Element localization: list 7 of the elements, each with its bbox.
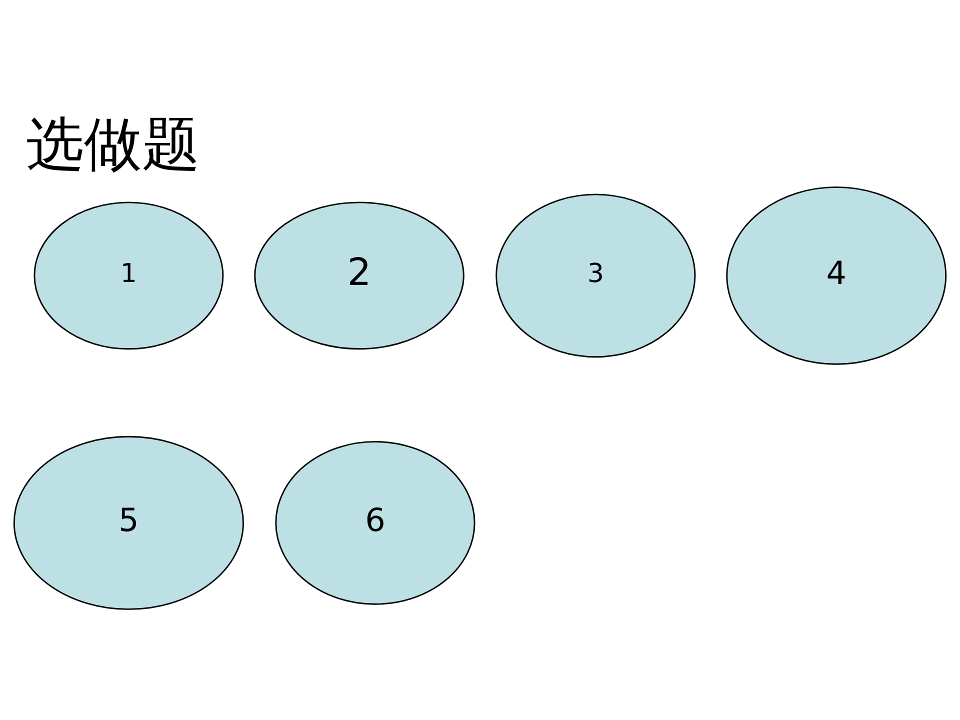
node-ellipse: 5 [13,435,244,610]
node-ellipse: 1 [34,201,224,350]
node-ellipse: 4 [726,186,947,364]
node-ellipse: 2 [254,201,464,350]
diagram-title: 选做题 [26,110,200,178]
node-ellipse: 3 [496,193,696,358]
node-ellipse: 6 [275,440,476,604]
